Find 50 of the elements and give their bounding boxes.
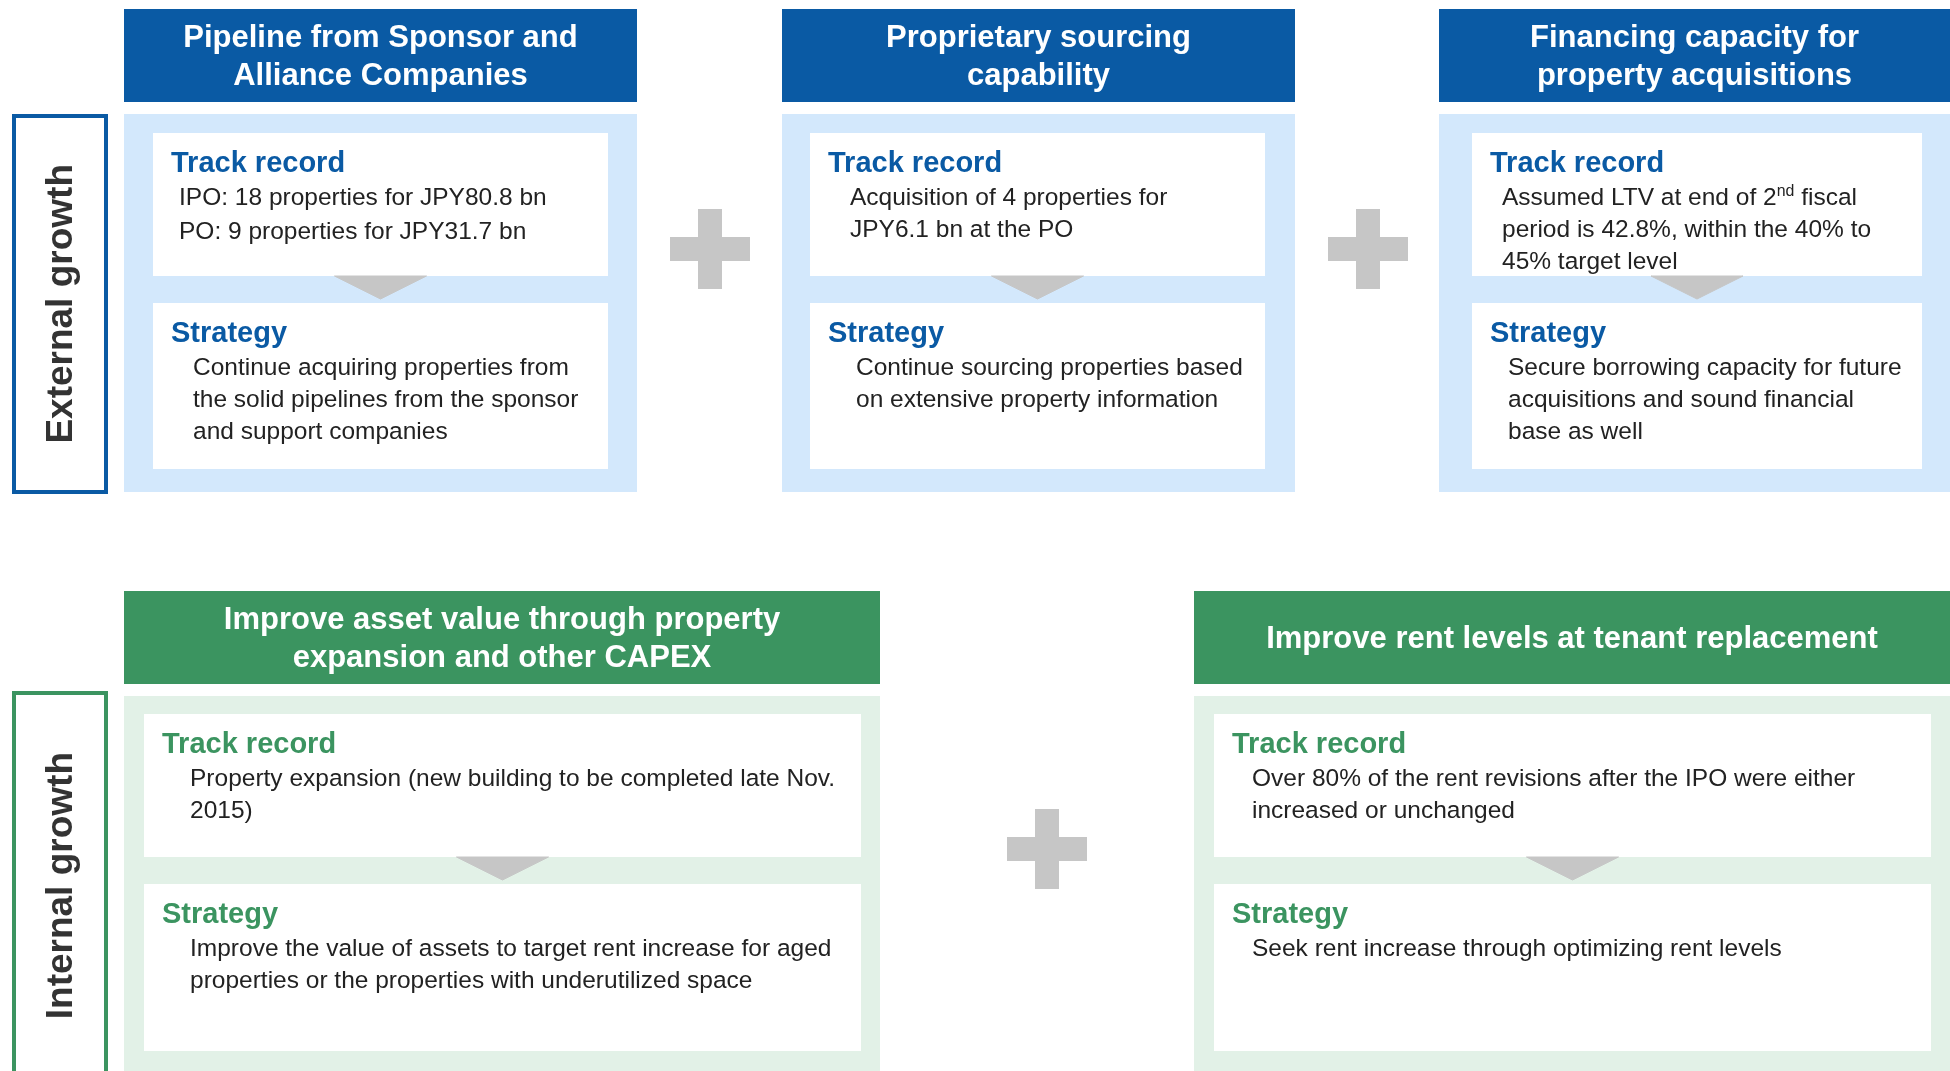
- column-heading: Pipeline from Sponsor and Alliance Companies: [124, 9, 637, 102]
- chevron-arrow: [456, 856, 549, 881]
- side-label: Internal growth: [39, 752, 81, 1020]
- body-text: Assumed LTV at end of 2$^{nd}$ fiscal period is 42.8%, within the 40% to 45% target level: [1502, 181, 1873, 276]
- body-text: Continue acquiring properties from the solid pipelines from the sponsor and support companies: [193, 352, 580, 446]
- text-card: [153, 303, 608, 469]
- text-card: [144, 884, 861, 1051]
- text-card: [153, 133, 608, 276]
- column-panel: [1439, 9, 1950, 492]
- column-panel: [124, 591, 880, 1071]
- card-title: Strategy: [162, 896, 279, 930]
- body-text: Secure borrowing capacity for future acquisitions and sound financial base as well: [1508, 352, 1903, 446]
- card-title: Track record: [1232, 726, 1407, 760]
- column-heading: Proprietary sourcing capability: [782, 9, 1295, 102]
- body-text: Property expansion (new building to be completed late Nov. 2015): [190, 763, 837, 825]
- text-card: [810, 133, 1265, 276]
- column-heading: Improve asset value through property expansion and other CAPEX: [124, 591, 880, 684]
- text-card: [144, 714, 861, 857]
- side-label-box: [12, 114, 108, 494]
- card-title: Track record: [162, 726, 337, 760]
- card-title: Strategy: [1490, 315, 1607, 349]
- body-text: Over 80% of the rent revisions after the IPO were either increased or unchanged: [1252, 763, 1857, 825]
- body-text: Acquisition of 4 properties for JPY6.1 bn at the PO: [850, 182, 1169, 244]
- chevron-arrow: [991, 275, 1084, 300]
- text-card: [1472, 303, 1922, 469]
- text-card: [1214, 714, 1931, 857]
- card-title: Strategy: [1232, 896, 1349, 930]
- chevron-arrow: [334, 275, 427, 300]
- body-text: PO: 9 properties for JPY31.7 bn: [179, 216, 528, 246]
- body-text: Seek rent increase through optimizing rent levels: [1252, 933, 1783, 963]
- body-text: Continue sourcing properties based on extensive property information: [856, 352, 1244, 414]
- column-panel: [782, 9, 1295, 492]
- text-card: [1472, 133, 1922, 276]
- column-panel: [124, 9, 637, 492]
- column-panel: [1194, 591, 1950, 1071]
- card-title: Strategy: [171, 315, 288, 349]
- chevron-arrow: [1650, 275, 1744, 300]
- text-card: [1214, 884, 1931, 1051]
- column-heading: Improve rent levels at tenant replacement: [1194, 591, 1950, 684]
- column-heading: Financing capacity for property acquisitions: [1439, 9, 1950, 102]
- text-card: [810, 303, 1265, 469]
- side-label: External growth: [39, 164, 81, 444]
- card-title: Strategy: [828, 315, 945, 349]
- body-text: IPO: 18 properties for JPY80.8 bn: [179, 182, 548, 212]
- card-title: Track record: [828, 145, 1003, 179]
- card-title: Track record: [171, 145, 346, 179]
- card-title: Track record: [1490, 145, 1665, 179]
- chevron-arrow: [1526, 856, 1619, 881]
- side-label-box: [12, 691, 108, 1071]
- body-text: Improve the value of assets to target rent increase for aged properties or the properties with underutilized space: [190, 933, 833, 995]
